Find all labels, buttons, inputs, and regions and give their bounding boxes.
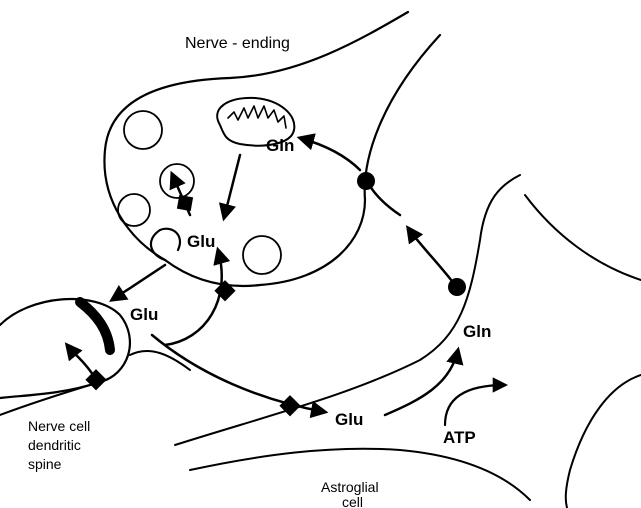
arrow-gln-to-glu — [224, 155, 240, 218]
astroglial-upper-boundary — [130, 351, 190, 370]
vesicle — [243, 236, 281, 274]
arrow-gln-to-mitochondrion — [300, 138, 360, 170]
vesicle-opening — [151, 229, 180, 260]
arrow-glu-to-astroglia — [152, 335, 325, 412]
arrow-glu-to-receptor — [67, 345, 93, 375]
transporter-square — [177, 195, 193, 211]
label-astroglial-line2: cell — [342, 494, 363, 508]
arrow-gln-up-mid — [408, 228, 455, 285]
label-dendritic-line3: spine — [28, 456, 62, 472]
right-cell-lower — [566, 375, 641, 508]
transporter-circle — [357, 172, 375, 190]
label-glu-astroglia: Glu — [335, 410, 363, 429]
transporter-square — [279, 395, 300, 416]
vesicle — [124, 111, 162, 149]
label-gln-astroglia: Gln — [463, 322, 491, 341]
astroglial-process-outline — [175, 175, 520, 445]
arrow-atp — [445, 385, 505, 425]
label-astroglial-line1: Astroglial — [321, 479, 379, 495]
right-cell-upper — [525, 195, 641, 280]
label-glu-cleft: Glu — [130, 305, 158, 324]
label-dendritic-line1: Nerve cell — [28, 418, 90, 434]
arrow-gln-up-top — [368, 183, 400, 215]
vesicle — [118, 194, 150, 226]
postsynaptic-density — [80, 302, 110, 350]
label-gln-mitochondrion: Gln — [266, 136, 294, 155]
transporter-circle — [448, 278, 466, 296]
vesicle — [160, 164, 194, 198]
arrow-vesicle-release — [112, 265, 165, 300]
label-glu-vesicle: Glu — [187, 232, 215, 251]
label-dendritic-line2: dendritic — [28, 437, 81, 453]
mitochondrion-cristae — [228, 106, 286, 128]
transporter-square — [85, 369, 106, 390]
spine-neck — [0, 382, 100, 415]
arrow-glu-reuptake-nerve — [165, 250, 222, 345]
label-atp: ATP — [443, 428, 476, 447]
label-nerve-ending: Nerve - ending — [185, 35, 290, 52]
